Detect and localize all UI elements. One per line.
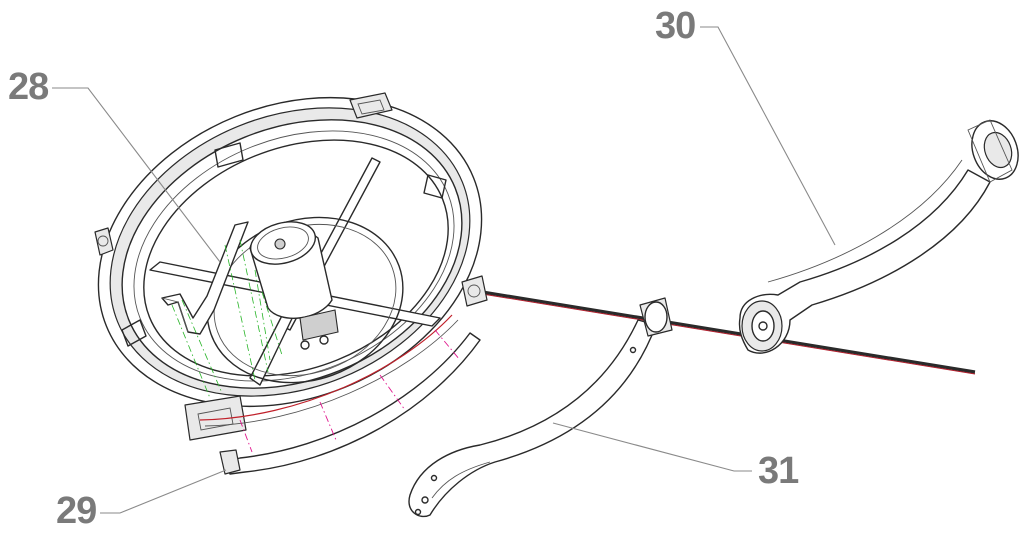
callout-28: 28 — [8, 66, 49, 108]
arm-31 — [408, 297, 673, 518]
leader-28 — [52, 87, 221, 263]
callout-31: 31 — [758, 450, 799, 492]
leader-lines — [52, 26, 836, 514]
arm-30 — [738, 119, 1019, 354]
axle-rod — [469, 288, 976, 375]
curved-strip — [199, 314, 481, 475]
construction-lines-green — [171, 239, 283, 399]
leader-31 — [552, 422, 752, 472]
callout-29: 29 — [56, 490, 97, 532]
motor — [249, 221, 339, 350]
leader-30 — [700, 26, 836, 246]
construction-lines-magenta — [239, 329, 461, 453]
callout-30: 30 — [655, 5, 696, 47]
leader-29 — [100, 469, 227, 514]
